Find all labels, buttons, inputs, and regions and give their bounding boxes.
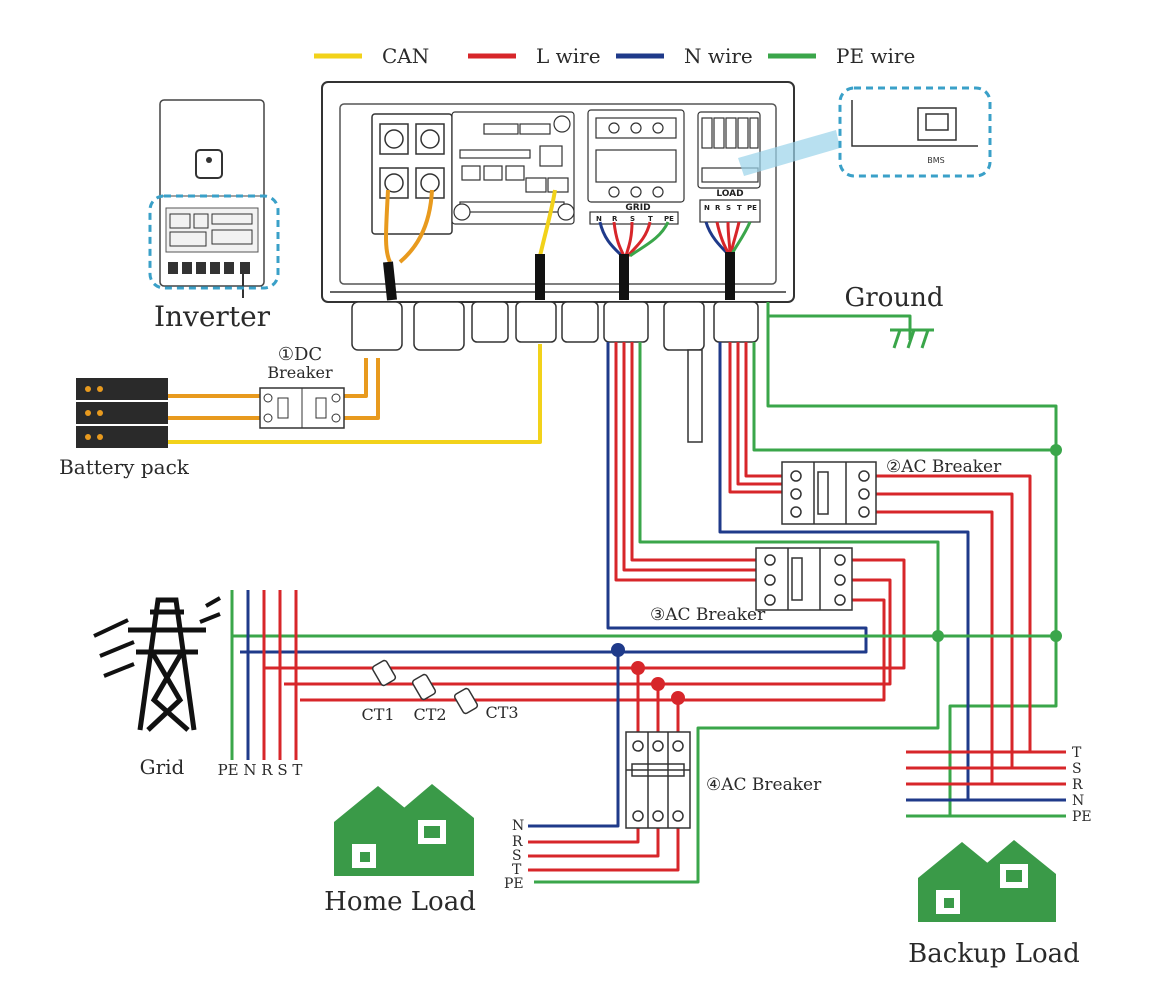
home-load-icon	[334, 784, 474, 876]
home-term-t: T	[512, 862, 522, 878]
ground-symbol-icon	[890, 326, 934, 349]
legend-label-pe-wire: PE wire	[836, 44, 915, 68]
backup-load-icon	[918, 840, 1056, 922]
backup-term-s: S	[1072, 761, 1082, 777]
legend-item-pe-wire: PE wire	[768, 44, 915, 68]
grid-term-r: R	[612, 215, 618, 223]
home-term-n: N	[512, 818, 524, 834]
grid-terminal-block: GRID	[587, 109, 685, 225]
inverter-thumbnail: Inverter	[148, 99, 280, 333]
load-block-label: LOAD	[716, 189, 743, 199]
grid-term-pe: PE	[664, 215, 674, 223]
backup-term-n: N	[1072, 793, 1084, 809]
ac-breaker-2	[781, 461, 877, 525]
grid-block-label: GRID	[625, 203, 650, 213]
legend-item-can: CAN	[314, 44, 429, 68]
ct2-icon	[411, 673, 437, 701]
battery-pack-label: Battery pack	[59, 455, 190, 479]
backup-load-label: Backup Load	[908, 939, 1080, 969]
ct1-label: CT1	[361, 705, 394, 724]
grid-term-t: T	[648, 215, 653, 223]
dc-breaker-label-1: ①DC	[278, 344, 322, 365]
backup-term-t: T	[1072, 745, 1082, 761]
grid-tower-icon	[93, 596, 221, 732]
load-term-n: N	[704, 204, 710, 212]
home-term-pe: PE	[504, 876, 524, 892]
ac-breaker-3-label: ③AC Breaker	[650, 605, 766, 625]
ct-clamps	[371, 659, 479, 715]
legend-label-l-wire: L wire	[536, 44, 601, 68]
inverter-display-icon	[195, 149, 223, 179]
grid-terminals-label: PE N R S T	[218, 761, 303, 779]
home-load-label: Home Load	[324, 887, 476, 917]
grid-term-s: S	[630, 215, 635, 223]
grid-label: Grid	[140, 755, 185, 779]
grid-term-n: N	[596, 215, 602, 223]
home-term-s: S	[512, 848, 522, 864]
load-term-r: R	[715, 204, 721, 212]
legend-label-n-wire: N wire	[684, 44, 753, 68]
dc-breaker	[259, 387, 345, 429]
ac-breaker-3	[755, 547, 853, 611]
ac-breaker-4	[625, 731, 691, 829]
bms-label: BMS	[927, 156, 944, 165]
junction-dots	[611, 444, 1062, 705]
load-term-s: S	[726, 204, 731, 212]
home-term-r: R	[512, 834, 523, 850]
ac-breaker-4-label: ④AC Breaker	[706, 775, 822, 795]
backup-term-pe: PE	[1072, 809, 1092, 825]
load-term-t: T	[737, 204, 742, 212]
cable-glands	[351, 301, 759, 443]
legend-item-l-wire: L wire	[468, 44, 601, 68]
control-board	[451, 111, 575, 225]
ground-label: Ground	[845, 283, 944, 313]
ct2-label: CT2	[413, 705, 446, 724]
dc-breaker-label-2: Breaker	[267, 363, 333, 382]
battery-pack-icon	[76, 378, 168, 448]
ct3-icon	[453, 687, 479, 715]
ct1-icon	[371, 659, 397, 687]
inverter-highlight-callout	[148, 194, 280, 290]
inverter-label: Inverter	[154, 300, 271, 333]
legend-label-can: CAN	[382, 44, 429, 68]
backup-term-r: R	[1072, 777, 1083, 793]
legend-item-n-wire: N wire	[616, 44, 753, 68]
ct3-label: CT3	[485, 703, 518, 722]
legend: CAN L wire N wire PE wire	[314, 44, 915, 68]
bms-port-callout: BMS	[738, 86, 992, 178]
dc-terminals	[371, 113, 453, 235]
rj45-port-icon	[917, 107, 957, 141]
ac-breaker-2-label: ②AC Breaker	[886, 457, 1002, 477]
load-term-pe: PE	[747, 204, 757, 212]
